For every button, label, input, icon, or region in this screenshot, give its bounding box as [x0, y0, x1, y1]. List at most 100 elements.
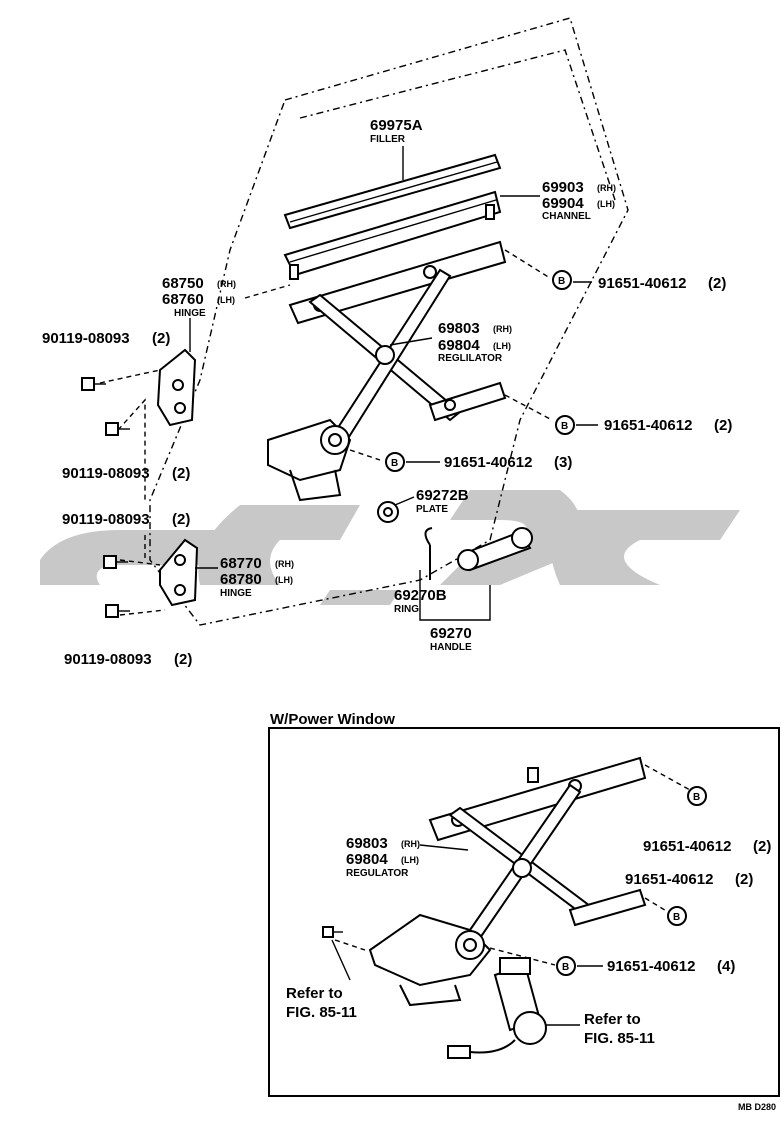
- lower-hinge: [119, 535, 199, 616]
- plate-leader: [394, 496, 415, 506]
- manual-regulator: [267, 240, 507, 502]
- channel-rh-number: 69903: [542, 179, 584, 196]
- hinge-lower-lh-side: (LH): [275, 575, 293, 585]
- hinge-upper-name: HINGE: [174, 308, 206, 319]
- pw-refer-left-line1: Refer to: [286, 985, 343, 1002]
- svg-text:B: B: [693, 792, 700, 803]
- svg-text:B: B: [673, 912, 680, 923]
- svg-text:B: B: [558, 276, 565, 287]
- pw-refer-right-line2: FIG. 85-11: [584, 1030, 655, 1047]
- pw-regulator-rh-side: (RH): [401, 839, 420, 849]
- ring-number: 69270B: [394, 587, 447, 604]
- b-circle-icon: B: [556, 956, 576, 976]
- bolt2-qty: (2): [172, 465, 190, 482]
- power-regulator: [368, 756, 647, 1007]
- hinge-lower-name: HINGE: [220, 588, 252, 599]
- hinge-upper-rh-side: (RH): [217, 279, 236, 289]
- bolt-b2-qty: (2): [714, 417, 732, 434]
- pw-refer-right-line1: Refer to: [584, 1011, 641, 1028]
- door-glass-outline: [149, 17, 629, 626]
- pw-bolt-a-leader: [644, 764, 691, 791]
- bolt-icon: [103, 555, 130, 618]
- channel-part: [283, 190, 502, 280]
- channel-name: CHANNEL: [542, 211, 591, 222]
- bolt-icon: [81, 377, 130, 436]
- b-circle-icon: B: [385, 452, 405, 472]
- filler-number: 69975A: [370, 117, 423, 134]
- ring-handle-bracket: [419, 570, 491, 621]
- bolt-b3-qty: (3): [554, 454, 572, 471]
- bolt4-number: 90119-08093: [64, 651, 152, 668]
- regulator-rh-side: (RH): [493, 324, 512, 334]
- regulator-rh-number: 69803: [438, 320, 480, 337]
- pw-regulator-name: REGULATOR: [346, 868, 409, 879]
- channel-lh-side: (LH): [597, 199, 615, 209]
- regulator-lh-number: 69804: [438, 337, 480, 354]
- hinge-upper-rh-number: 68750: [162, 275, 204, 292]
- regulator-lh-side: (LH): [493, 341, 511, 351]
- plate-part: [377, 501, 399, 523]
- bolt4-qty: (2): [174, 651, 192, 668]
- hinge-upper-leader: [244, 284, 291, 299]
- bolt-b1-leader: [504, 249, 551, 279]
- pw-regulator-rh-number: 69803: [346, 835, 388, 852]
- b-circle-icon: B: [687, 786, 707, 806]
- pw-bolt-b-qty: (2): [735, 871, 753, 888]
- power-window-box: [268, 727, 780, 1097]
- bolt-b3-leader: [349, 449, 381, 461]
- pw-bolt-c-leader: [489, 947, 556, 966]
- figure-code: MB D280: [738, 1102, 776, 1112]
- bolt3-qty: (2): [172, 511, 190, 528]
- hinge-lower-rh-side: (RH): [275, 559, 294, 569]
- filler-name: FILLER: [370, 134, 406, 145]
- svg-text:B: B: [561, 421, 568, 432]
- hinge-lower-lh-number: 68780: [220, 571, 262, 588]
- regulator-leader: [389, 337, 433, 346]
- channel-rh-side: (RH): [597, 183, 616, 193]
- bolt-b1-number: 91651-40612: [598, 275, 686, 292]
- door-frame-inner: [299, 49, 616, 201]
- pw-bolt-c-number: 91651-40612: [607, 958, 695, 975]
- bolt3-number: 90119-08093: [62, 511, 150, 528]
- power-window-title: W/Power Window: [270, 711, 395, 728]
- b-circle-icon: B: [552, 270, 572, 290]
- pw-regulator-leader: [419, 844, 469, 851]
- bolt-b2-number: 91651-40612: [604, 417, 692, 434]
- upper-hinge: [99, 348, 197, 500]
- svg-text:B: B: [562, 962, 569, 973]
- bolt1-number: 90119-08093: [42, 330, 130, 347]
- pw-bolt-b-number: 91651-40612: [625, 871, 713, 888]
- bolt-b2-leader: [504, 394, 553, 421]
- pw-bolt-b-leader: [644, 897, 669, 913]
- pw-bolt-a-number: 91651-40612: [643, 838, 731, 855]
- power-window-motor: [447, 957, 547, 1059]
- hinge-upper-lh-side: (LH): [217, 295, 235, 305]
- pw-regulator-lh-side: (LH): [401, 855, 419, 865]
- pw-regulator-lh-number: 69804: [346, 851, 388, 868]
- plate-name: PLATE: [416, 504, 448, 515]
- pw-bolt-c-qty: (4): [717, 958, 735, 975]
- plate-number: 69272B: [416, 487, 469, 504]
- pw-left-leader: [334, 939, 366, 951]
- b-circle-icon: B: [555, 415, 575, 435]
- filler-part: [283, 153, 502, 230]
- pw-bolt-a-qty: (2): [753, 838, 771, 855]
- bolt2-number: 90119-08093: [62, 465, 150, 482]
- handle-name: HANDLE: [430, 642, 472, 653]
- channel-lh-number: 69904: [542, 195, 584, 212]
- bolt-b1-qty: (2): [708, 275, 726, 292]
- hinge-lower-rh-number: 68770: [220, 555, 262, 572]
- bolt1-qty: (2): [152, 330, 170, 347]
- handle-number: 69270: [430, 625, 472, 642]
- b-circle-icon: B: [667, 906, 687, 926]
- pw-left-refer-leader: [331, 939, 351, 981]
- regulator-name: REGLILATOR: [438, 353, 503, 364]
- ring-name: RING: [394, 604, 419, 615]
- hinge-upper-lh-number: 68760: [162, 291, 204, 308]
- ring-part: [424, 527, 433, 580]
- bolt-icon: [322, 926, 343, 938]
- pw-refer-left-line2: FIG. 85-11: [286, 1004, 357, 1021]
- handle-part: [457, 527, 533, 572]
